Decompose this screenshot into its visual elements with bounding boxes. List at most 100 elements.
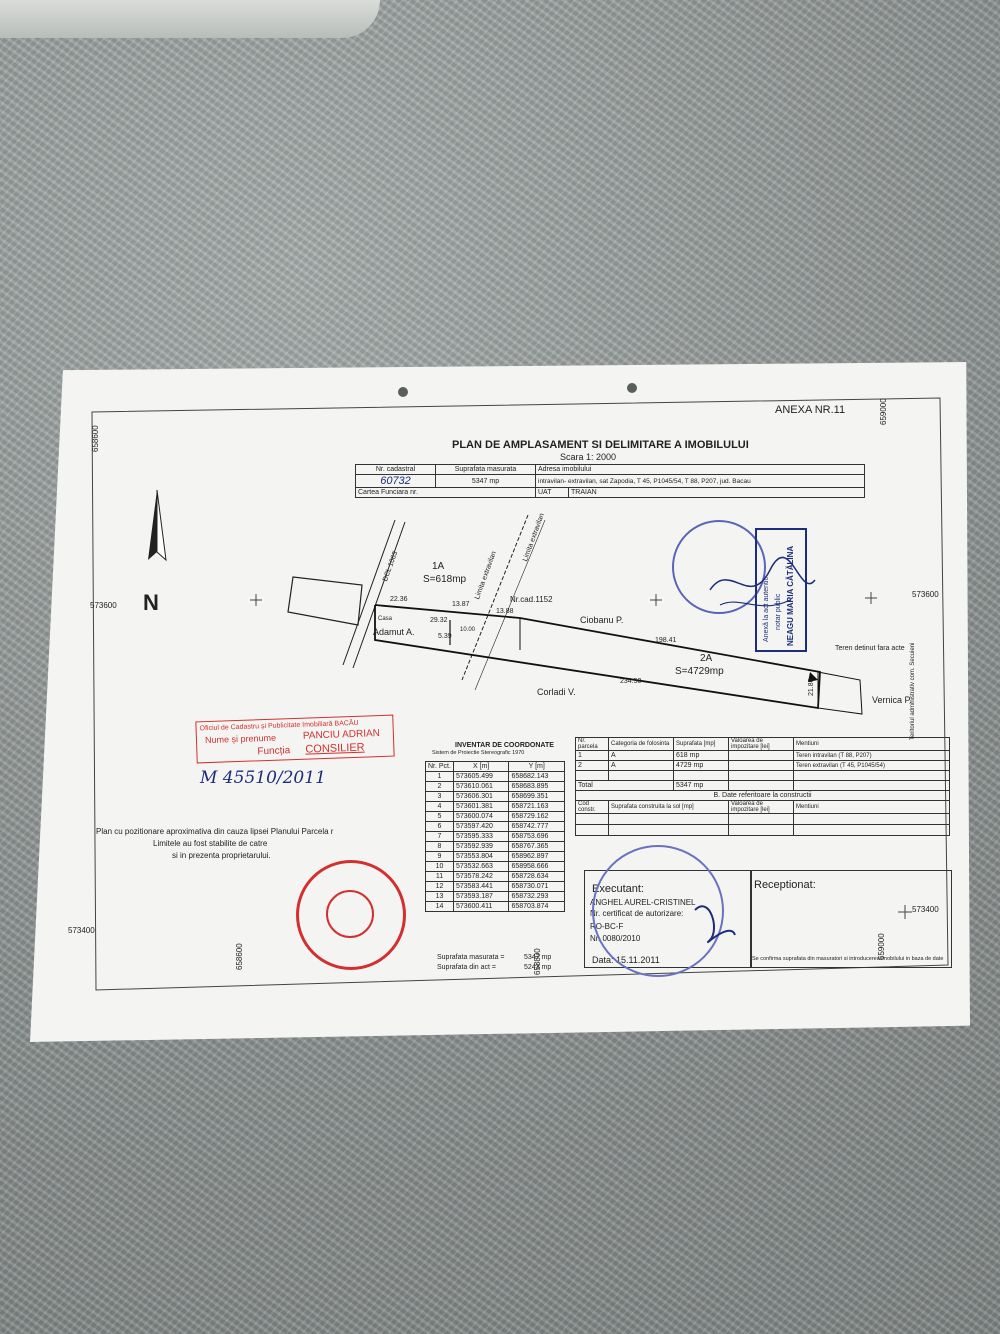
scale-label: Scara 1: 2000	[560, 452, 617, 462]
north-label: N	[143, 590, 159, 615]
distance-8: 5.39	[438, 633, 452, 640]
nr-cadastral-label: Nr. cadastral	[355, 464, 436, 475]
coord-top-right: 659000	[879, 398, 888, 425]
coord-left-top: 573600	[90, 601, 117, 610]
punch-hole-right	[627, 383, 637, 393]
inv-header-nr: Nr. Pct.	[425, 761, 454, 772]
inv-cell-x: 573592.939	[452, 841, 510, 852]
parcel-total-value: 5347 mp	[673, 780, 729, 791]
receptionat-label: Receptionat:	[754, 879, 816, 891]
office-stamp-function-label: Funcția	[257, 745, 291, 758]
parcel-row1-area: 618 mp	[673, 750, 729, 761]
suprafata-value: 5347 mp	[435, 474, 536, 488]
distance-4: 198.41	[655, 637, 677, 644]
confirm-note: Se confirma suprafata din masuratori si …	[752, 956, 944, 962]
inv-cell-nr: 2	[425, 781, 454, 792]
coord-right-top: 573600	[912, 590, 939, 599]
inv-cell-nr: 9	[425, 851, 454, 862]
coord-left-bottom: 573400	[68, 926, 95, 935]
side-note: Teritoriul administrativ com. Secuieni	[910, 642, 916, 740]
handwritten-reference: M 45510/2011	[200, 768, 326, 788]
inv-cell-x: 573605.499	[452, 771, 510, 782]
office-stamp-name-value: PANCIU ADRIAN	[302, 728, 381, 742]
teren-note: Teren detinut fara acte	[835, 645, 905, 652]
distance-7: 29.32	[430, 617, 448, 624]
pillow-background	[0, 0, 380, 38]
inv-cell-nr: 12	[425, 881, 454, 892]
notary-round-stamp	[672, 520, 766, 614]
distance-6: 21.86	[808, 678, 815, 696]
inv-cell-y: 658958.666	[508, 861, 565, 872]
parcel-1a-label: 1A	[432, 561, 445, 572]
inv-cell-y: 658729.162	[508, 811, 565, 822]
inv-cell-x: 573600.411	[452, 901, 510, 912]
parcel-header-area: Suprafata [mp]	[673, 737, 729, 751]
office-stamp: Oficiul de Cadastru și Publicitate Imobi…	[195, 714, 395, 764]
inv-cell-y: 658753.696	[508, 831, 565, 842]
inv-cell-nr: 1	[425, 771, 454, 782]
inv-cell-nr: 4	[425, 801, 454, 812]
section-b-title: B. Date referitoare la constructii	[575, 790, 950, 801]
inv-cell-x: 573583.441	[452, 881, 510, 892]
parcel-2a-label: 2A	[700, 653, 713, 664]
inv-cell-nr: 6	[425, 821, 454, 832]
act-area-label: Suprafata din act =	[437, 964, 496, 971]
inventory-title: INVENTAR DE COORDONATE	[455, 742, 554, 749]
inv-cell-y: 658683.895	[508, 781, 565, 792]
inv-cell-x: 573595.333	[452, 831, 510, 842]
distance-9: 10.00	[460, 627, 476, 633]
inv-cell-y: 658699.351	[508, 791, 565, 802]
parcel-row2-cat: A	[608, 760, 674, 771]
b-header-area: Suprafata construita la sol [mp]	[608, 800, 729, 814]
inv-cell-x: 573597.420	[452, 821, 510, 832]
parcel-row2-nr: 2	[575, 760, 609, 771]
parcel-row1-cat: A	[608, 750, 674, 761]
nr-cadastral-value: 60732	[355, 474, 436, 488]
inv-cell-x: 573578.242	[452, 871, 510, 882]
adresa-value: intravilan- extravilan, sat Zapodia, T 4…	[535, 474, 865, 488]
notary-rect-stamp: NEAGU MARIA CĂTĂLINA notar public Anexă …	[755, 528, 807, 652]
neighbor-ciobanu: Ciobanu P.	[580, 615, 624, 625]
inv-cell-nr: 5	[425, 811, 454, 822]
note-line-3: si in prezenta proprietarului.	[172, 851, 271, 860]
parcel-total-label: Total	[575, 780, 674, 791]
inv-cell-nr: 10	[425, 861, 454, 872]
inv-cell-nr: 11	[425, 871, 454, 882]
document-title: PLAN DE AMPLASAMENT SI DELIMITARE A IMOB…	[452, 439, 749, 451]
neighbor-vernica: Vernica P.	[872, 695, 912, 705]
parcel-row1-value	[728, 750, 794, 761]
office-stamp-function-value: CONSILIER	[305, 741, 365, 756]
handwritten-signature-executant	[694, 905, 736, 943]
parcel-row2-area: 4729 mp	[673, 760, 729, 771]
neighbor-corladi: Corladi V.	[537, 687, 576, 697]
neighbor-adamut: Adamut A.	[373, 627, 415, 637]
inv-cell-x: 573606.301	[452, 791, 510, 802]
b-header-value: Valoarea de impozitare [lei]	[728, 800, 794, 814]
parcels-table: Nr. parcela Categoria de folosinta Supra…	[575, 737, 950, 836]
inv-cell-nr: 13	[425, 891, 454, 902]
parcel-row1-nr: 1	[575, 750, 609, 761]
office-stamp-name-label: Nume și prenume	[204, 732, 277, 746]
casa-label: Casa	[378, 616, 393, 622]
certificate-round-stamp	[592, 845, 724, 977]
inv-cell-y: 658767.365	[508, 841, 565, 852]
parcel-2a-area: S=4729mp	[675, 666, 724, 677]
inv-cell-nr: 8	[425, 841, 454, 852]
inv-cell-x: 573601.381	[452, 801, 510, 812]
measured-area-label: Suprafata masurata =	[437, 954, 505, 961]
receptionat-box	[750, 870, 952, 968]
act-area-value: 5243 mp	[524, 964, 552, 971]
note-line-2: Limitele au fost stabilite de catre	[153, 839, 268, 848]
coord-top-left: 658600	[91, 425, 100, 452]
